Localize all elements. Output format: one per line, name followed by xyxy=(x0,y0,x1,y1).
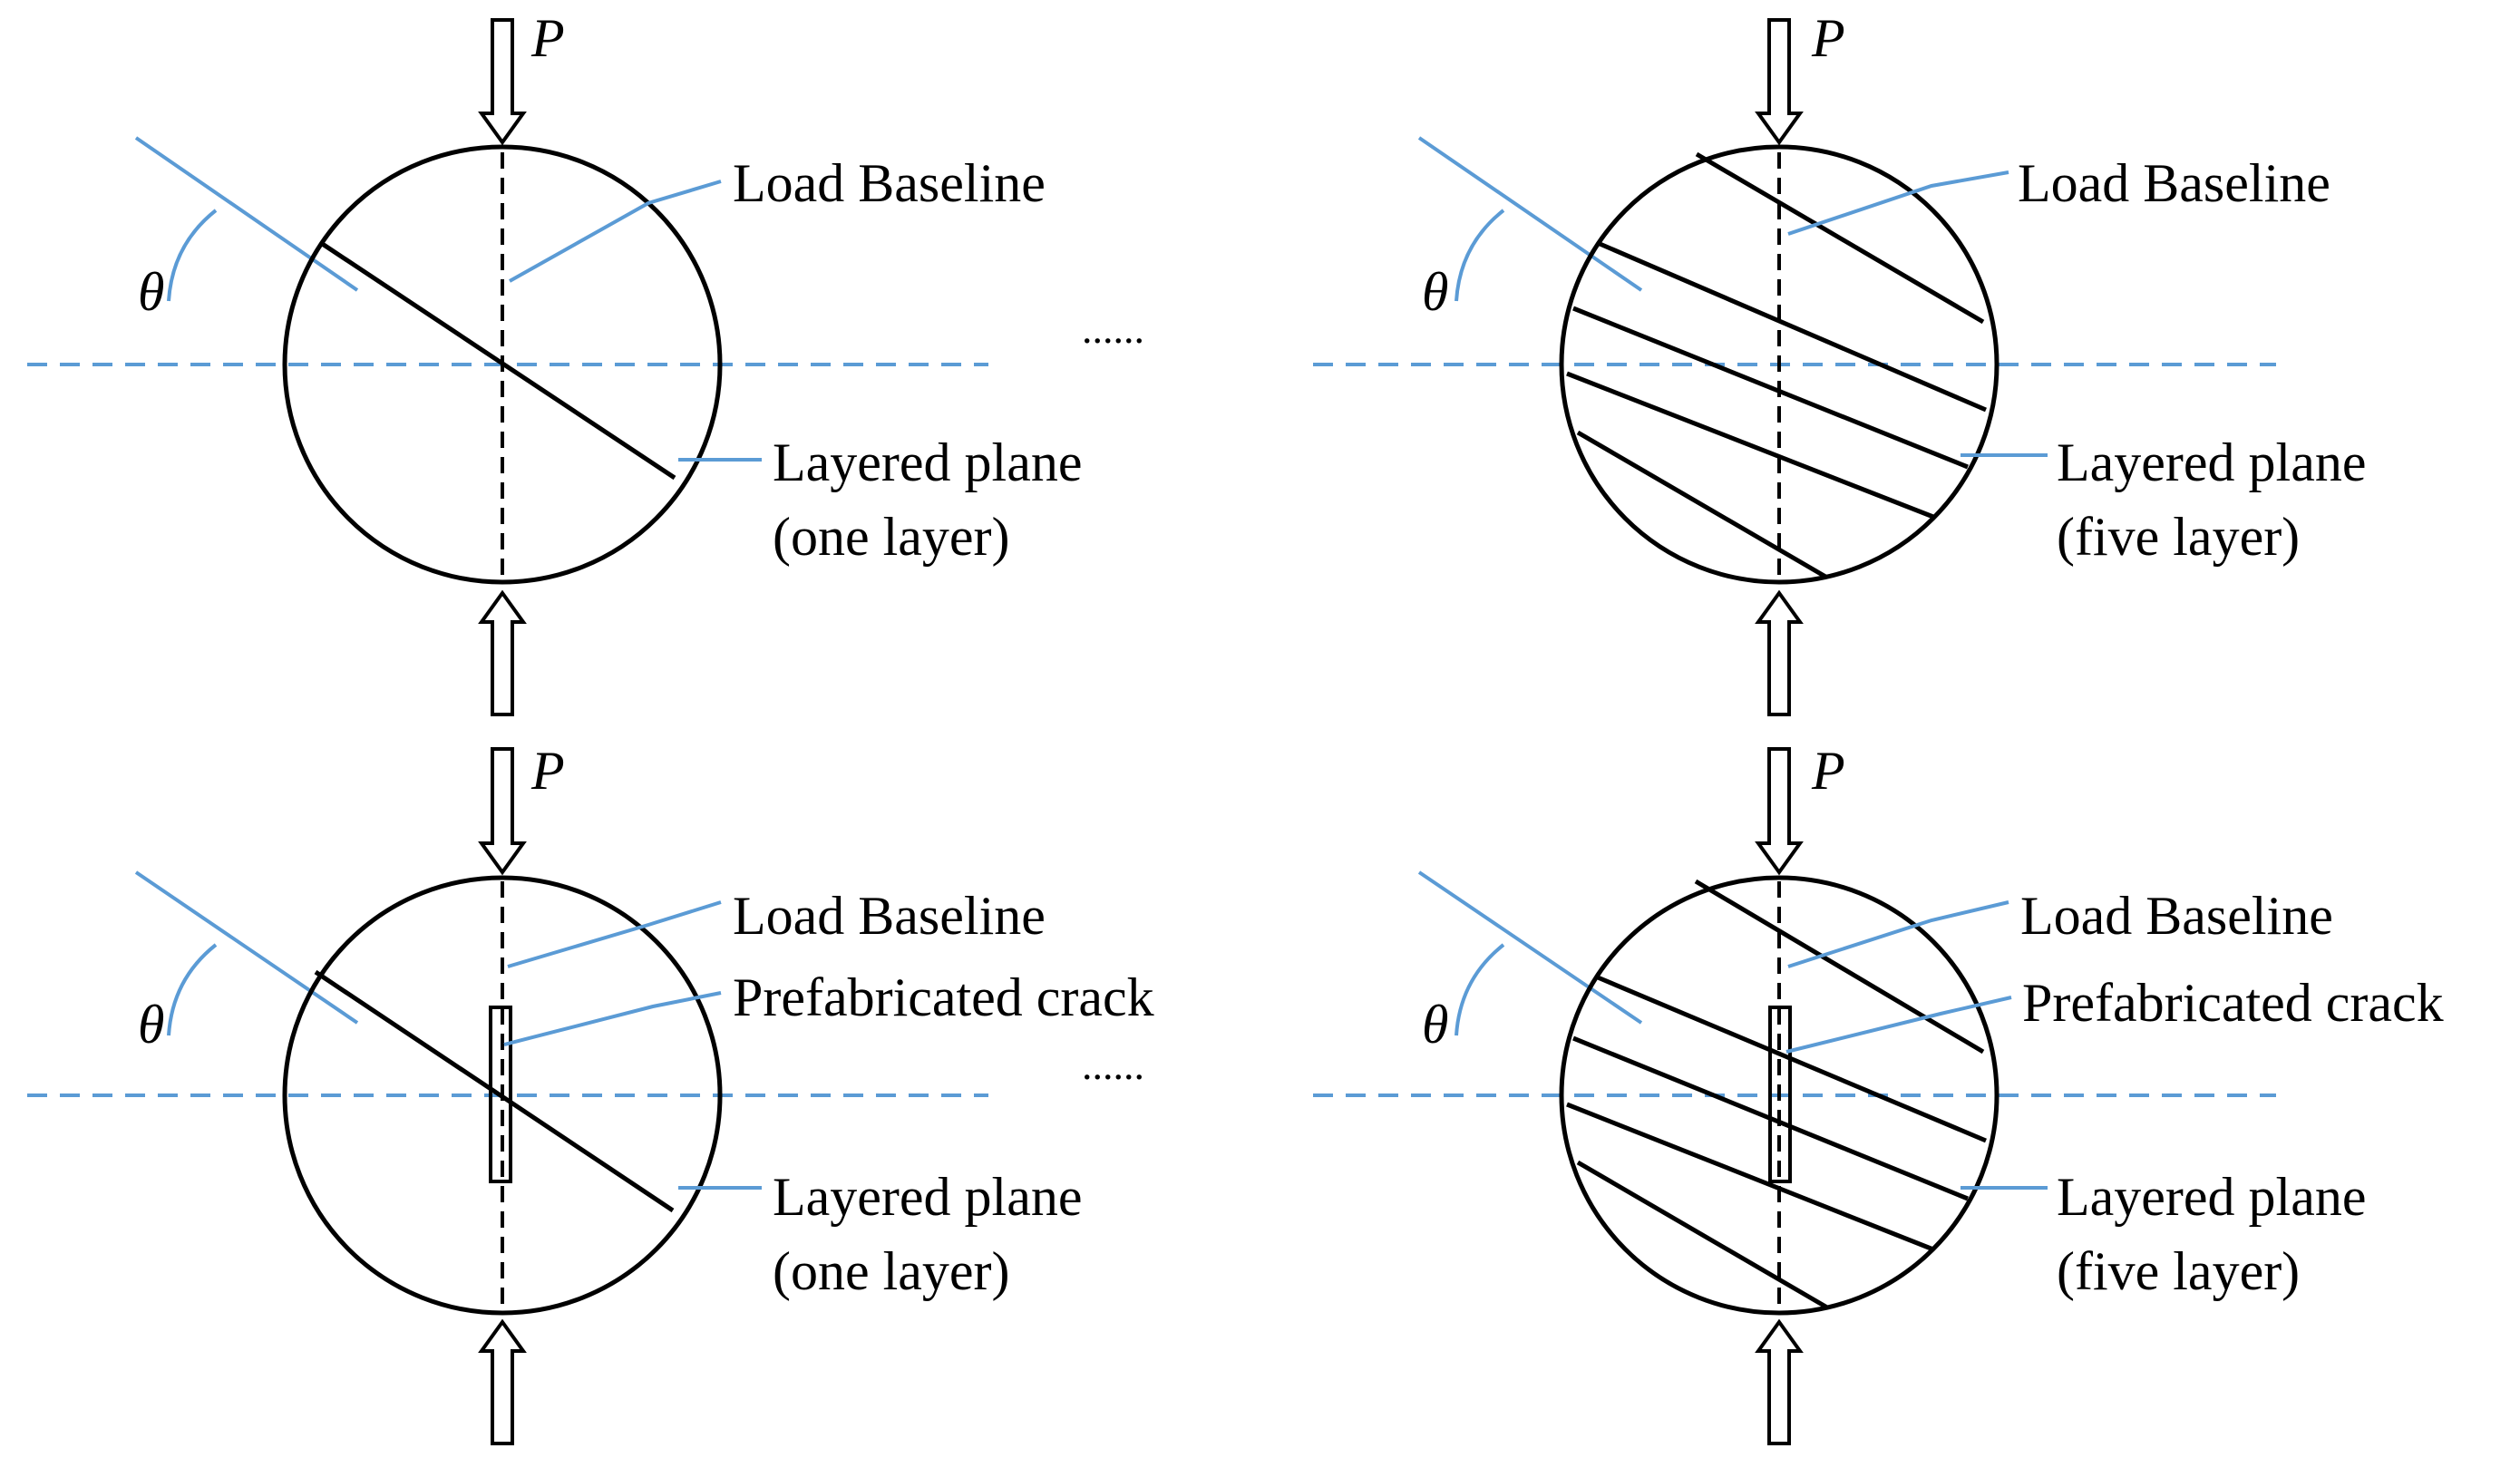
layer-count-label: (five layer) xyxy=(2057,1241,2300,1301)
load-baseline-label: Load Baseline xyxy=(733,886,1046,946)
baseline-leader-line xyxy=(509,180,722,283)
load-symbol-p: P xyxy=(1811,741,1845,801)
layered-plane-line xyxy=(319,240,676,481)
prefabricated-crack xyxy=(489,1006,512,1183)
panel-five-layer: θ P Load Baseline Layered plane (five la… xyxy=(1313,8,2366,716)
load-baseline-label: Load Baseline xyxy=(2020,886,2333,946)
layer-count-label: (five layer) xyxy=(2057,507,2300,567)
rock-disc xyxy=(1559,875,1999,1316)
theta-angle-arc xyxy=(1455,209,1505,302)
prefabricated-crack xyxy=(1768,1006,1792,1183)
layer-count-label: (one layer) xyxy=(773,507,1010,567)
layered-plane-line xyxy=(314,969,675,1213)
baseline-leader-line xyxy=(507,900,722,968)
continuation-ellipsis: ...... xyxy=(1082,306,1144,352)
dip-angle-reference-line xyxy=(134,136,359,292)
layered-plane-line xyxy=(1695,151,1985,325)
theta-symbol: θ xyxy=(1422,995,1448,1055)
layered-plane-line xyxy=(1566,371,1934,520)
load-arrow-up-icon xyxy=(1755,1318,1804,1445)
load-arrow-up-icon xyxy=(1755,589,1804,716)
layered-plane-line xyxy=(1576,430,1829,580)
load-arrow-down-icon xyxy=(478,18,527,146)
rock-disc xyxy=(1559,144,1999,585)
baseline-leader-line xyxy=(1787,170,2009,236)
theta-symbol: θ xyxy=(1422,262,1448,322)
rock-disc xyxy=(282,875,723,1316)
prefabricated-crack-label: Prefabricated crack xyxy=(733,967,1154,1027)
theta-angle-arc xyxy=(167,209,218,302)
layered-plane-line xyxy=(1566,1102,1934,1252)
layered-plane-label: Layered plane xyxy=(773,433,1082,492)
load-symbol-p: P xyxy=(1811,8,1845,68)
prefabricated-crack-label: Prefabricated crack xyxy=(2022,973,2444,1033)
panel-one-layer: θ P Load Baseline Layered plane (one lay… xyxy=(27,8,1144,716)
dip-angle-reference-line xyxy=(1417,136,1643,292)
layered-plane-label: Layered plane xyxy=(773,1167,1082,1227)
baseline-leader-line xyxy=(1787,900,2009,968)
crack-leader-line xyxy=(503,991,722,1046)
load-symbol-p: P xyxy=(530,741,565,801)
layered-plane-line xyxy=(1572,306,1969,470)
layered-plane-line xyxy=(1597,240,1987,413)
layered-plane-label: Layered plane xyxy=(2057,1167,2366,1227)
continuation-ellipsis: ...... xyxy=(1082,1042,1144,1088)
load-arrow-up-icon xyxy=(478,589,527,716)
load-symbol-p: P xyxy=(530,8,565,68)
dip-angle-reference-line xyxy=(134,870,359,1025)
layered-plane-line xyxy=(1694,879,1985,1055)
theta-angle-arc xyxy=(1455,943,1505,1036)
layered-plane-line xyxy=(1576,1160,1829,1310)
dip-angle-reference-line xyxy=(1417,870,1643,1025)
rock-disc xyxy=(282,144,723,585)
theta-angle-arc xyxy=(167,943,218,1036)
layered-plane-label: Layered plane xyxy=(2057,433,2366,492)
theta-symbol: θ xyxy=(138,262,164,322)
load-arrow-down-icon xyxy=(1755,18,1804,146)
load-arrow-down-icon xyxy=(478,747,527,876)
crack-leader-line xyxy=(1785,996,2012,1054)
load-baseline-label: Load Baseline xyxy=(733,153,1046,213)
layer-count-label: (one layer) xyxy=(773,1241,1010,1301)
load-arrow-up-icon xyxy=(478,1318,527,1445)
load-baseline-label: Load Baseline xyxy=(2018,153,2330,213)
load-arrow-down-icon xyxy=(1755,747,1804,876)
panel-one-layer-cracked: θ P Load Baseline Prefabricated crack La… xyxy=(27,741,1154,1445)
panel-five-layer-cracked: θ P Load Baseline Prefabricated crack La… xyxy=(1313,741,2444,1445)
theta-symbol: θ xyxy=(138,995,164,1055)
